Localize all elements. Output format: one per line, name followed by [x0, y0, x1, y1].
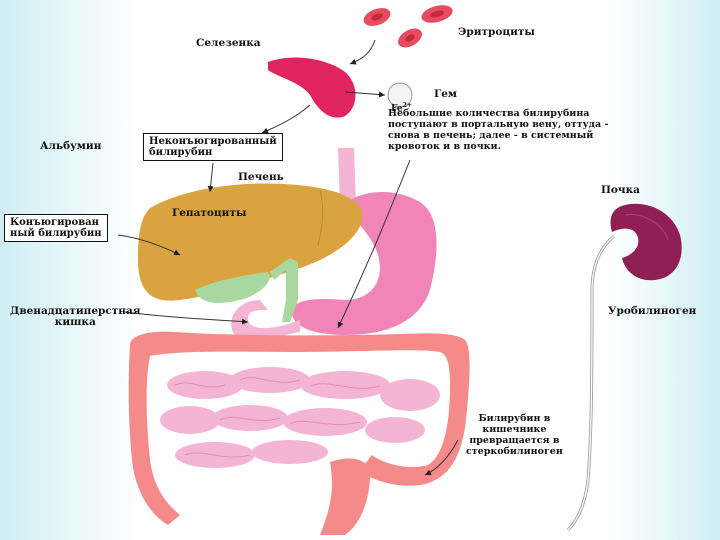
label-conjugated-bilirubin: Конъюгирован ный билирубин [4, 214, 108, 242]
label-portal-vein-text: Небольшие количества билирубина поступаю… [388, 108, 608, 152]
label-spleen: Селезенка [196, 38, 261, 49]
label-albumin: Альбумин [40, 141, 101, 152]
label-duodenum: Двенадцатиперстная кишка [10, 306, 141, 328]
label-unconjugated-bilirubin: Неконъюгированный билирубин [143, 133, 283, 161]
label-intestine-text: Билирубин в кишечнике превращается в сте… [466, 413, 563, 457]
label-heme: Гем [434, 89, 457, 100]
small-intestine [160, 367, 440, 468]
erythrocytes [361, 2, 454, 51]
label-urobilinogen: Уробилиноген [608, 306, 696, 317]
label-hepatocytes: Гепатоциты [172, 208, 247, 219]
label-liver: Печень [238, 172, 284, 183]
label-erythrocytes: Эритроциты [458, 27, 535, 38]
rectum [320, 458, 370, 535]
label-kidney: Почка [601, 185, 640, 196]
spleen [268, 57, 356, 117]
kidney [611, 204, 682, 281]
